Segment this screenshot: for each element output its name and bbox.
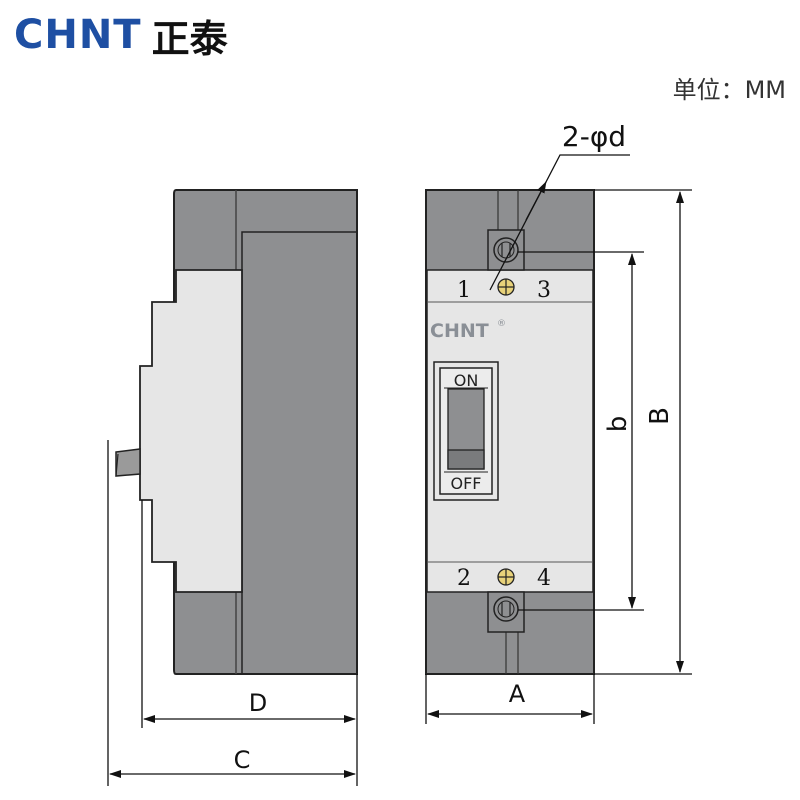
terminal-label-1: 1 [457, 278, 471, 303]
side-mount-section [139, 269, 243, 593]
unit-label: 单位：MM [672, 76, 786, 104]
dimension-label-hole: 2-φd [562, 120, 626, 153]
dimension-label-c: C [234, 746, 251, 774]
terminal-screw-top-icon [497, 278, 515, 296]
mounting-screw-bottom [487, 591, 525, 633]
panel-brand: CHNT [430, 320, 489, 342]
terminal-label-4: 4 [537, 566, 551, 591]
switch-label-on: ON [454, 371, 479, 390]
switch-label-off: OFF [451, 474, 482, 493]
breaker-switch: ON OFF [433, 361, 499, 501]
terminal-label-3: 3 [537, 278, 551, 303]
registered-mark: ® [497, 319, 506, 329]
dimension-label-b-small: b [603, 416, 633, 433]
dimension-label-d: D [249, 689, 267, 717]
brand-logo-cjk: 正泰 [151, 16, 228, 61]
side-toggle-lever [115, 448, 141, 477]
terminal-label-2: 2 [457, 566, 471, 591]
brand-logo-latin: CHNT [14, 12, 142, 58]
hole-leader-line [489, 154, 630, 291]
dimension-label-a: A [509, 680, 526, 708]
terminal-screw-bottom-icon [497, 568, 515, 586]
brand-logo: CHNT 正泰 [14, 8, 228, 62]
dimension-lines [107, 154, 692, 786]
front-view: 1 3 2 4 CHNT ® ON OFF [425, 189, 595, 675]
dimension-label-b: B [645, 407, 675, 425]
side-view [115, 189, 358, 675]
